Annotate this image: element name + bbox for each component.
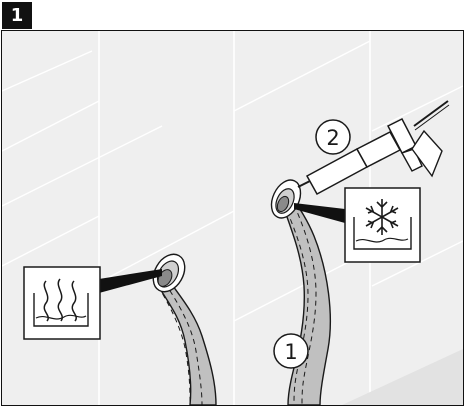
- callout-1-circle: [273, 333, 309, 369]
- cold-icon-pointer: [294, 203, 345, 223]
- warm-water-hose: [152, 275, 217, 405]
- sealant-gun: [297, 100, 450, 196]
- callout-1-label: 1: [284, 340, 297, 364]
- cold-water-hose: [281, 196, 332, 405]
- heat-waves-over-water-icon: [23, 266, 101, 340]
- illustration-frame: 2 1: [1, 30, 464, 406]
- floor-corner: [342, 349, 463, 405]
- callout-2-circle: [315, 119, 351, 155]
- warm-water-connection: [152, 253, 186, 293]
- step-number-badge: 1: [2, 2, 32, 29]
- wall-illustration: 2 1: [2, 31, 463, 405]
- callout-2-label: 2: [326, 126, 339, 150]
- warm-icon-pointer: [99, 269, 162, 293]
- snowflake-over-water-icon: [344, 187, 421, 263]
- cold-water-connection: [270, 179, 302, 219]
